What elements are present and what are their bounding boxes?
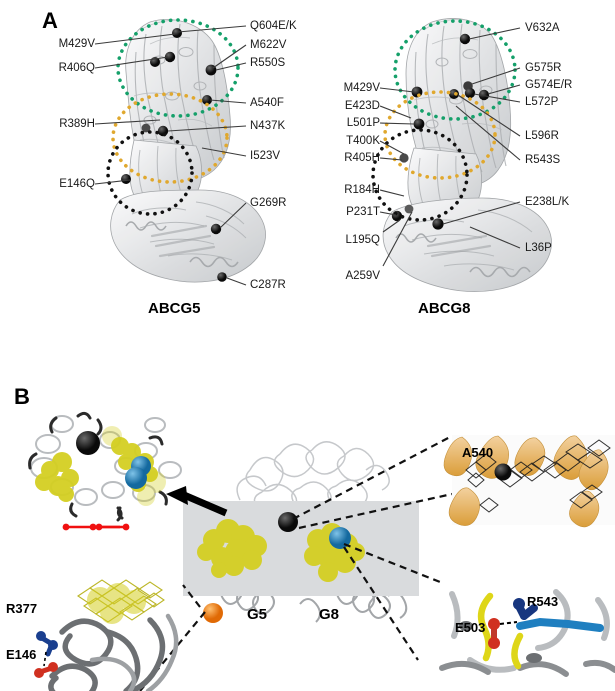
label-a540-inset: A540 — [462, 445, 494, 460]
abcg5-leader-lines — [94, 25, 247, 286]
red-scale-bar — [62, 523, 130, 531]
label-i523v-g5: I523V — [250, 150, 281, 162]
label-c287r-g5: C287R — [250, 279, 286, 291]
structure-caption-abcg8: ABCG8 — [418, 300, 471, 317]
black-sphere-a540 — [278, 512, 298, 532]
label-r184h-g8: R184H — [344, 184, 380, 196]
label-q604ek-g5: Q604E/K — [250, 20, 297, 32]
label-e503-inset: E503 — [455, 620, 486, 635]
e146-sidechain — [34, 662, 58, 678]
label-r543s-g8: R543S — [525, 154, 561, 166]
label-a540f-g5: A540F — [250, 97, 284, 109]
label-m429v-g8: M429V — [343, 82, 380, 94]
sterol-density-g5 — [197, 519, 267, 578]
abcg8-leader-lines — [379, 27, 521, 267]
label-g575r-g8: G575R — [525, 62, 562, 74]
inset-a540 — [443, 435, 615, 528]
label-l36p-g8: L36P — [525, 242, 552, 254]
label-r389h-g5: R389H — [59, 118, 95, 130]
label-l572p-g8: L572P — [525, 96, 559, 108]
abcg5-green-dotted-circle — [116, 18, 240, 118]
abcg5-black-dotted-circle — [106, 130, 194, 216]
label-g5: G5 — [247, 606, 268, 623]
abcg8-mutation-spheres — [391, 33, 490, 230]
label-l195q-g8: L195Q — [345, 234, 380, 246]
label-p231t-g8: P231T — [346, 206, 380, 218]
abcg8-black-dotted-circle — [371, 128, 469, 222]
label-r377-inset: R377 — [6, 601, 38, 616]
label-e238lk-g8: E238L/K — [525, 196, 570, 208]
label-g8: G8 — [319, 606, 340, 623]
label-r543-inset: R543 — [527, 594, 559, 609]
panel-b-letter: B — [14, 384, 30, 409]
label-r406q-g5: R406Q — [58, 62, 95, 74]
inset-top-view — [28, 411, 182, 531]
orange-sphere-e146 — [203, 603, 223, 623]
r377-sidechain — [36, 631, 58, 657]
label-e423d-g8: E423D — [344, 100, 380, 112]
panel-a-letter: A — [42, 8, 58, 33]
abcg5-gold-dotted-circle — [111, 92, 229, 184]
label-r405h-g8: R405H — [344, 152, 380, 164]
label-l596r-g8: L596R — [525, 130, 559, 142]
zoom-arrow — [166, 486, 228, 517]
label-n437k-g5: N437K — [250, 120, 286, 132]
label-g574er-g8: G574E/R — [525, 79, 573, 91]
label-r550s-g5: R550S — [250, 57, 286, 69]
label-t400k-g8: T400K — [346, 135, 380, 147]
label-e146q-g5: E146Q — [59, 178, 95, 190]
label-a259v-g8: A259V — [345, 270, 380, 282]
label-g269r-g5: G269R — [250, 197, 287, 209]
label-v632a-g8: V632A — [525, 22, 560, 34]
panelb-central-structure — [183, 441, 419, 623]
panelb-connectors — [139, 435, 453, 691]
inset-e503-r543 — [439, 589, 615, 677]
abcg8-gold-dotted-circle — [383, 90, 497, 180]
structure-caption-abcg5: ABCG5 — [148, 300, 201, 317]
label-e146-inset: E146 — [6, 647, 37, 662]
label-l501p-g8: L501P — [346, 117, 380, 129]
label-m429v-g5: M429V — [58, 38, 95, 50]
inset-r377-e146 — [34, 579, 179, 691]
label-m622v-g5: M622V — [250, 39, 287, 51]
